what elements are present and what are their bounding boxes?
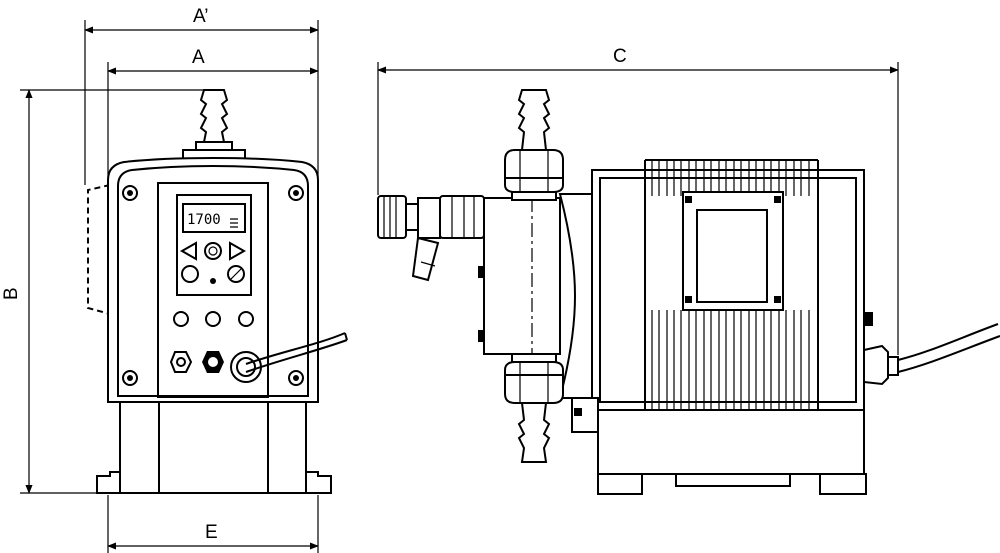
- front-screw-top-right: [288, 185, 304, 201]
- input-socket-2: [205, 311, 221, 327]
- nameplate-screw-tr: [774, 196, 781, 203]
- start-stop-button: [181, 265, 199, 283]
- front-base: [119, 401, 307, 494]
- dimension-a-prime: A’: [84, 6, 319, 190]
- dimension-label-a: A: [192, 47, 205, 68]
- pump-side-view: [377, 89, 1000, 495]
- pump-front-view: 1700: [87, 89, 348, 494]
- dimension-label-a-prime: A’: [193, 6, 208, 27]
- status-led: [210, 278, 216, 284]
- control-panel: [157, 182, 269, 398]
- side-right-foot: [819, 473, 867, 495]
- front-discharge-connector: [182, 89, 246, 161]
- front-right-foot: [305, 471, 332, 494]
- rear-power-cable: [897, 323, 999, 361]
- nameplate-screw-br: [774, 296, 781, 303]
- head-bracket: [571, 397, 599, 433]
- cooling-fins: [644, 159, 819, 410]
- dimension-a: A: [107, 47, 319, 180]
- power-cable: [245, 332, 346, 365]
- rear-cable-gland: [863, 344, 889, 386]
- dimension-b: B: [1, 89, 205, 494]
- dimension-c: C: [377, 46, 899, 355]
- lcd-status-icon: [230, 218, 238, 228]
- front-screw-bottom-left: [122, 370, 138, 386]
- manual-mode-button: [227, 265, 245, 283]
- nameplate-screw-bl: [685, 296, 692, 303]
- left-arrow-button: [179, 241, 197, 261]
- side-base-recess: [675, 474, 791, 487]
- dimension-e: E: [107, 495, 319, 553]
- rear-switch: [864, 312, 873, 326]
- dosing-head-flange: [558, 193, 593, 399]
- input-socket-3: [238, 311, 254, 327]
- front-screw-bottom-right: [288, 370, 304, 386]
- suction-valve: [504, 353, 564, 463]
- side-base: [597, 409, 865, 475]
- small-cable-gland: [169, 351, 193, 373]
- dosing-head: [483, 197, 561, 355]
- nameplate-screw-tl: [685, 196, 692, 203]
- dimension-label-c: C: [613, 46, 627, 67]
- front-left-foot: [96, 471, 121, 494]
- dimension-label-b: B: [1, 287, 22, 300]
- side-left-foot: [597, 473, 643, 495]
- lcd-screen: [182, 203, 246, 233]
- side-bracket-outline: [87, 184, 111, 315]
- front-screw-top-left: [122, 185, 138, 201]
- dimension-label-e: E: [205, 522, 218, 543]
- menu-button: [204, 242, 222, 260]
- bleed-valve: [377, 195, 485, 282]
- right-arrow-button: [229, 241, 247, 261]
- display-window: [176, 194, 252, 296]
- lcd-readout: 1700: [187, 212, 221, 228]
- input-socket-1: [173, 311, 189, 327]
- discharge-valve: [504, 89, 564, 201]
- medium-cable-gland: [202, 351, 224, 373]
